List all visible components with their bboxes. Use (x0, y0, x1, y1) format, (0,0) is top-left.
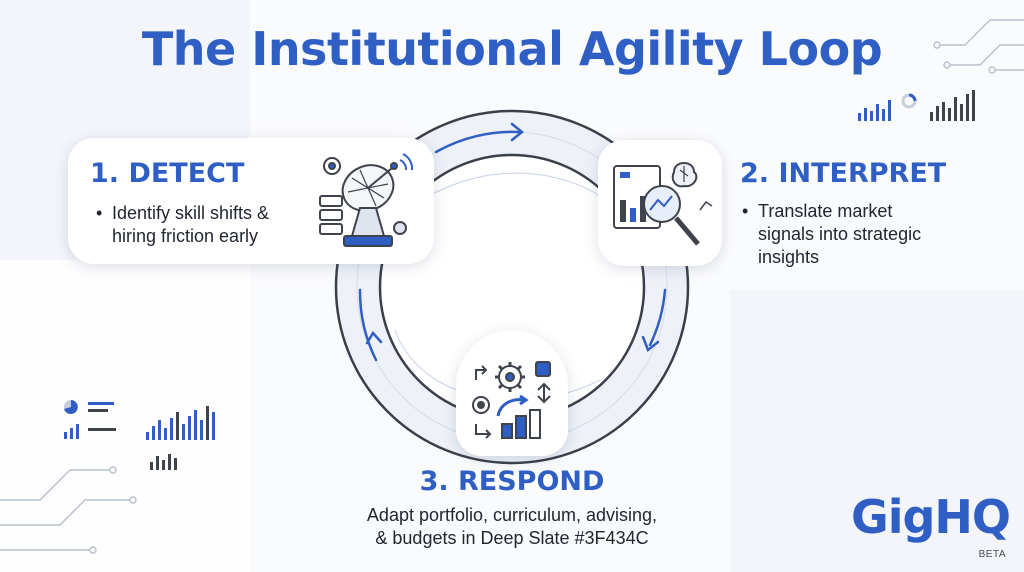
respond-line-2: & budgets in Deep Slate #3F434C (375, 528, 649, 548)
mini-bar-chart-top-right-b (930, 90, 975, 121)
interpret-line-3: insights (758, 247, 820, 267)
interpret-card (598, 140, 722, 266)
mini-bar-chart-bottom-left-a (64, 424, 116, 439)
respond-heading: 3. RESPOND (419, 466, 605, 497)
respond-card (456, 330, 568, 456)
detect-heading: 1. DETECT (90, 158, 245, 189)
detect-line-1: Identify skill shifts & (112, 203, 270, 223)
bullet-point: • (742, 201, 749, 221)
arrow-top-head-icon (510, 122, 525, 142)
mini-bar-chart-bottom-left-c (150, 454, 177, 470)
detect-line-2: hiring friction early (112, 226, 259, 246)
respond-line-1: Adapt portfolio, curriculum, advising, (366, 505, 658, 525)
arrow-right-icon (648, 288, 667, 347)
circuit-lines-top-right (933, 19, 1024, 74)
gighq-logo: GigHQ (850, 490, 1011, 544)
respond-description: Adapt portfolio, curriculum, advising, &… (0, 504, 1024, 550)
interpret-line-2: signals into strategic (758, 224, 922, 244)
background-panel-right (730, 0, 1024, 290)
circuit-lines-bottom-left (0, 466, 137, 554)
mini-bar-chart-bottom-left-b (146, 406, 215, 440)
arrow-top-icon (434, 130, 522, 154)
mini-donut-top-right (901, 93, 917, 109)
interpret-line-1: Translate market (758, 201, 893, 221)
arrow-left-icon (358, 288, 378, 362)
mini-bar-chart-top-right-a (858, 100, 891, 121)
page-title: The Institutional Agility Loop (141, 22, 883, 76)
beta-badge: BETA (978, 549, 1006, 560)
interpret-heading: 2. INTERPRET (740, 158, 947, 189)
detect-description: • Identify skill shifts & hiring friction… (96, 202, 326, 248)
arrow-left-head-icon (365, 330, 383, 345)
loop-flow-arrows (358, 122, 667, 362)
interpret-description: • Translate market signals into strategic… (742, 200, 982, 269)
arrow-right-head-icon (641, 335, 660, 353)
bullet-point: • (96, 203, 103, 223)
mini-pie-bottom-left (64, 400, 114, 414)
